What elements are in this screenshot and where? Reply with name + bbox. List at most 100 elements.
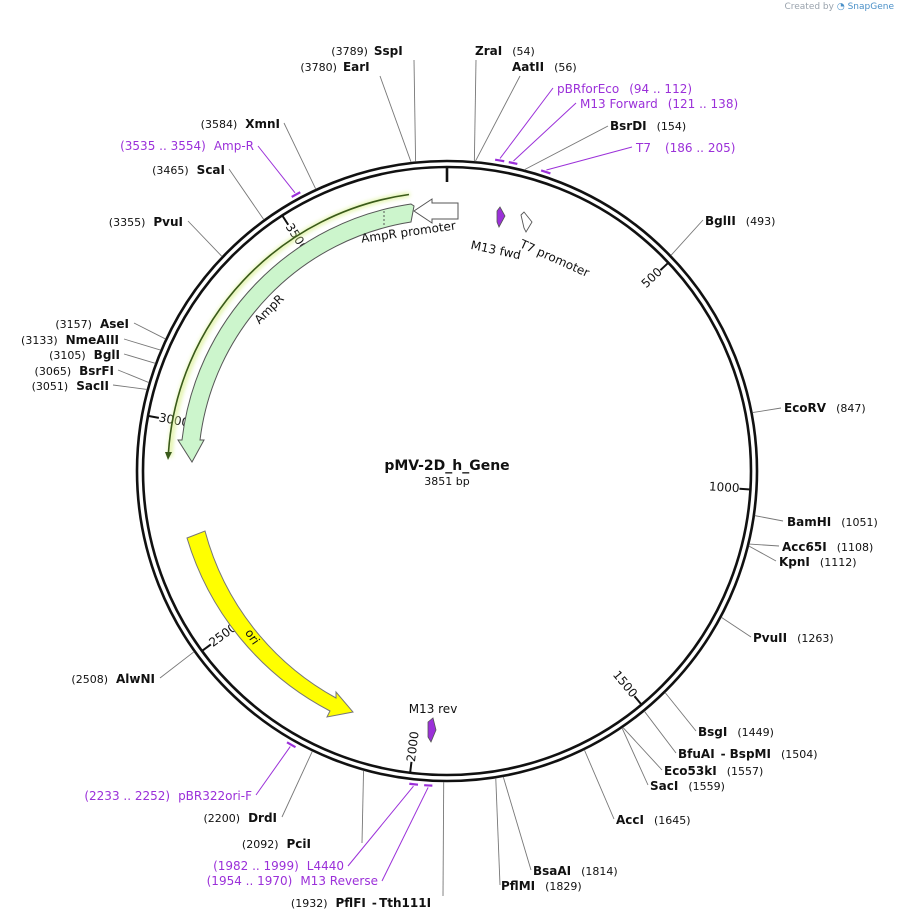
ampr-dark-line (167, 193, 410, 453)
t7-promoter-arrow (520, 211, 533, 233)
ori-arrow (186, 530, 354, 718)
tick-3500 (281, 214, 290, 226)
primer-leader-m13-forward (513, 102, 577, 162)
enzyme-label-acc65i: Acc65I(1108) (782, 540, 873, 554)
leader-pvuii (721, 616, 752, 638)
leader-bsrdi (524, 125, 609, 171)
tick-3000 (147, 414, 160, 419)
leader-eari (379, 75, 412, 163)
primer-mark-amp-r (291, 191, 301, 198)
leader-scai (228, 168, 265, 220)
leader-drdi (281, 751, 313, 818)
leader-bsrfi (117, 369, 150, 383)
primer-label-m13-reverse: (1954 .. 1970)M13 Reverse (207, 874, 378, 888)
m13-fwd-arrow (496, 206, 506, 228)
enzyme-label-pvuii: PvuII(1263) (753, 631, 834, 645)
primer-label-pbrforeco: pBRforEco(94 .. 112) (557, 82, 692, 96)
leader-bgli (123, 353, 156, 364)
tick-label-1000: 1000 (709, 479, 740, 495)
feature-label-t7-promoter: T7 promoter (517, 236, 592, 280)
leader-bfuai (644, 711, 677, 754)
enzyme-label-bamhi: BamHI(1051) (787, 515, 878, 529)
leader-alwni (159, 651, 195, 679)
primer-leader-pbr322ori-f (255, 746, 291, 796)
leader-sspi (413, 59, 417, 162)
leader-bsaai (502, 776, 532, 871)
primer-label-t7: T7(186 .. 205) (635, 141, 735, 155)
plasmid-name: pMV-2D_h_Gene (384, 458, 509, 474)
tick-1000 (739, 487, 751, 491)
primer-mark-m13-forward (508, 161, 518, 166)
leader-asei (133, 322, 166, 340)
enzyme-label-aatii: AatII(56) (512, 60, 577, 74)
enzyme-label-pcii: (2092)PciI (242, 837, 311, 851)
primer-label-m13-forward: M13 Forward(121 .. 138) (580, 97, 738, 111)
enzyme-label-ecorv: EcoRV(847) (784, 401, 866, 415)
snapgene-credit: Created by ◔ SnapGene (784, 2, 894, 12)
leader-pvui (187, 220, 223, 257)
primer-marks (255, 87, 633, 882)
leader-bglii (670, 219, 704, 256)
leader-pflfi (442, 781, 445, 897)
leader-bsgi (664, 692, 697, 732)
primer-leader-pbrforeco (499, 87, 554, 159)
enzyme-label-saci: SacI(1559) (650, 779, 725, 793)
label-leaders (112, 59, 784, 897)
leader-bamhi (754, 515, 784, 522)
enzyme-label-bglii: BglII(493) (705, 214, 775, 228)
enzyme-label-bgli: (3105)BglI (49, 348, 120, 362)
tick-500 (659, 261, 670, 271)
primer-label-l4440: (1982 .. 1999)L4440 (213, 859, 344, 873)
enzyme-label-pflfi-tth111i: (1932)PflFI-Tth111I (291, 896, 431, 910)
enzyme-label-bsgi: BsgI(1449) (698, 725, 774, 739)
leader-acci (584, 749, 615, 820)
enzyme-label-asei: (3157)AseI (55, 317, 129, 331)
ampr-arrow (177, 203, 415, 463)
feature-label-m13-fwd: M13 fwd (469, 238, 522, 262)
enzyme-label-sacii: (3051)SacII (32, 379, 109, 393)
leader-eco53ki (622, 727, 663, 771)
enzyme-label-zrai: ZraI(54) (475, 44, 535, 58)
tick-2500 (201, 643, 212, 652)
tick-label-2000: 2000 (404, 731, 422, 763)
primer-leader-t7 (546, 146, 633, 171)
primer-label-amp-r: (3535 .. 3554)Amp-R (120, 139, 254, 153)
enzyme-label-bsrfi: (3065)BsrFI (35, 364, 114, 378)
leader-saci (621, 727, 649, 786)
primer-leader-amp-r (257, 145, 296, 194)
leader-kpni (748, 545, 777, 562)
feature-label-m13-rev: M13 rev (409, 702, 458, 716)
primer-label-pbr322ori-f: (2233 .. 2252)pBR322ori-F (84, 789, 252, 803)
enzyme-label-pflmi: PflMI(1829) (501, 879, 582, 893)
tick-label-1500: 1500 (610, 668, 640, 700)
enzyme-label-sspi: (3789)SspI (331, 44, 402, 58)
leader-nmeaiii (123, 338, 161, 351)
leader-xmni (283, 122, 317, 190)
enzyme-label-xmni: (3584)XmnI (201, 117, 280, 131)
enzyme-label-alwni: (2508)AlwNI (71, 672, 155, 686)
backbone-outer (135, 159, 759, 783)
leader-pflmi (495, 778, 501, 886)
enzyme-label-kpni: KpnI(1112) (779, 555, 856, 569)
leader-zrai (473, 59, 477, 162)
enzyme-label-nmeaiii: (3133)NmeAIII (21, 333, 119, 347)
primer-mark-pbr322ori-f (286, 741, 297, 749)
primer-leader-m13-reverse (381, 787, 429, 882)
credit-brand: SnapGene (847, 2, 894, 12)
ampr-promoter-arrow (413, 198, 459, 224)
snapgene-logo-icon: ◔ (836, 2, 845, 12)
primer-leader-l4440 (347, 785, 414, 867)
enzyme-label-bfuai-bspmi: BfuAI-BspMI(1504) (678, 747, 818, 761)
tick-1500 (633, 695, 643, 706)
ampr-dark-arrowhead (165, 452, 172, 460)
leader-ecorv (752, 407, 782, 414)
enzyme-label-eco53ki: Eco53kI(1557) (664, 764, 763, 778)
credit-prefix: Created by (784, 2, 834, 12)
leader-aatii (474, 75, 521, 162)
enzyme-label-scai: (3465)ScaI (152, 163, 225, 177)
enzyme-label-bsrdi: BsrDI(154) (610, 119, 686, 133)
plasmid-length: 3851 bp (424, 475, 469, 488)
features (165, 192, 533, 743)
primer-mark-pbrforeco (494, 158, 505, 163)
